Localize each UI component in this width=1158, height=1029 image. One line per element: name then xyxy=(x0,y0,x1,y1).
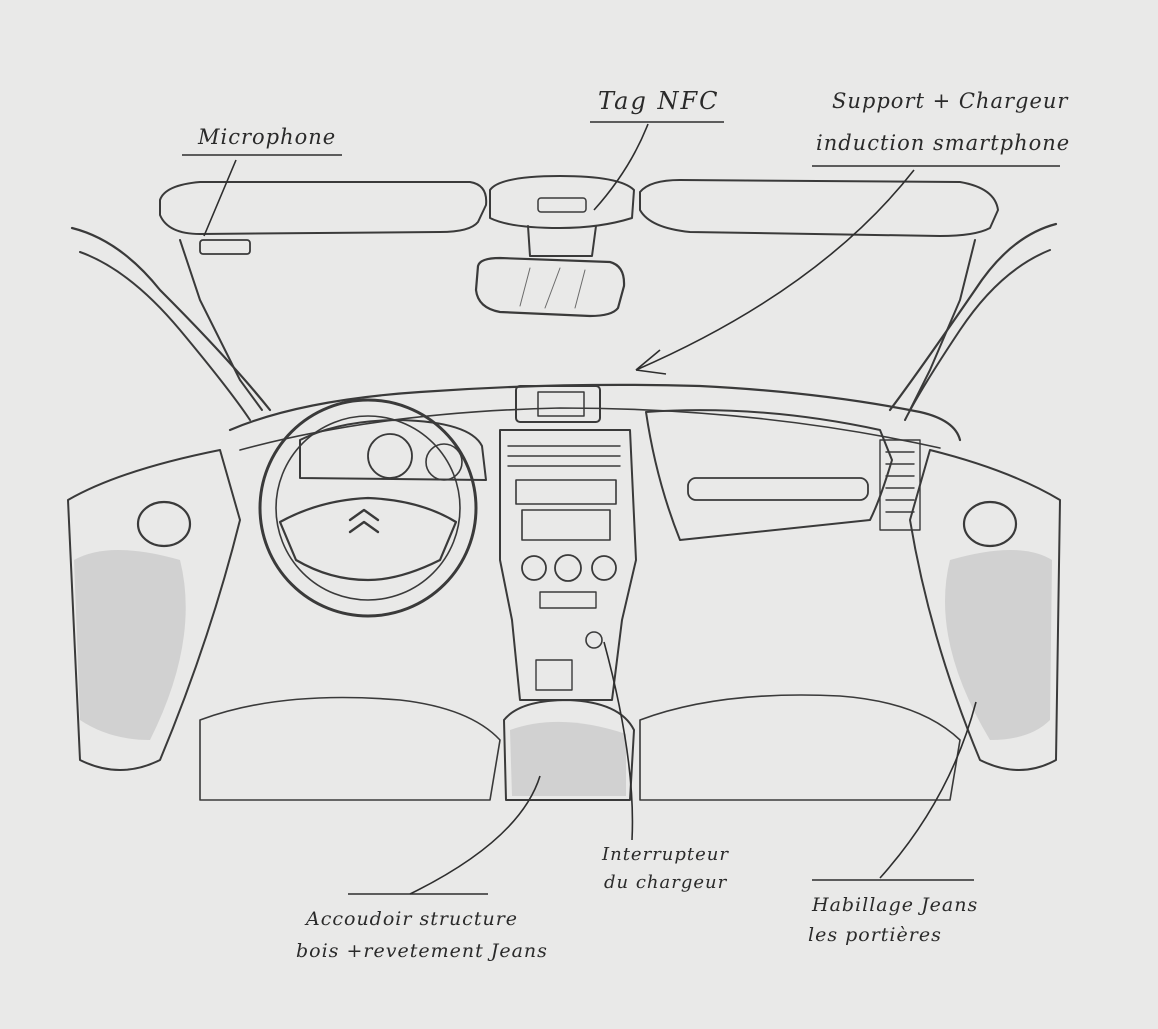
support-label-line2: induction smartphone xyxy=(816,131,1071,155)
smartphone-holder xyxy=(515,385,601,423)
left-side-vent xyxy=(136,500,192,548)
switch-label-line1: Interrupteur xyxy=(602,844,729,865)
speedometer xyxy=(367,433,413,479)
armrest-leader xyxy=(409,775,541,895)
passenger-seat xyxy=(639,694,961,801)
right-door-panel xyxy=(909,449,1061,771)
support-leader xyxy=(635,169,915,371)
doors-label-line2: les portières xyxy=(808,924,942,946)
doors-leader xyxy=(879,701,977,879)
microphone-device xyxy=(199,239,251,255)
nfc-tag-label: Tag NFC xyxy=(598,87,720,115)
nfc-leader xyxy=(593,123,649,211)
tachometer xyxy=(425,443,463,481)
roof-console xyxy=(489,175,635,229)
glove-box-handle xyxy=(687,477,869,501)
armrest xyxy=(503,699,635,801)
left-door-panel xyxy=(67,449,241,771)
steering-wheel xyxy=(258,398,478,618)
armrest-label-line1: Accoudoir structure xyxy=(306,908,519,930)
dashboard-top xyxy=(228,383,962,442)
center-stack xyxy=(499,429,637,701)
instrument-cluster xyxy=(299,419,487,481)
radio-unit xyxy=(515,479,617,505)
right-a-pillar xyxy=(888,222,1058,412)
microphone-label: Microphone xyxy=(198,125,337,149)
citroen-logo xyxy=(348,508,380,534)
passenger-dashboard xyxy=(645,409,893,541)
support-label-line1: Support + Chargeur xyxy=(832,89,1069,113)
left-a-pillar xyxy=(70,226,272,412)
microphone-leader xyxy=(203,159,237,237)
gear-shift-base xyxy=(535,659,573,691)
charger-switch xyxy=(585,631,603,649)
driver-seat xyxy=(199,696,501,801)
switch-leader xyxy=(603,641,634,841)
right-sun-visor xyxy=(639,179,999,237)
rear-view-mirror xyxy=(474,256,626,318)
switch-label-line2: du chargeur xyxy=(604,872,728,893)
right-side-vent xyxy=(962,500,1018,548)
armrest-label-line2: bois +revetement Jeans xyxy=(296,940,548,962)
doors-label-line1: Habillage Jeans xyxy=(812,894,979,916)
left-sun-visor xyxy=(159,181,488,235)
